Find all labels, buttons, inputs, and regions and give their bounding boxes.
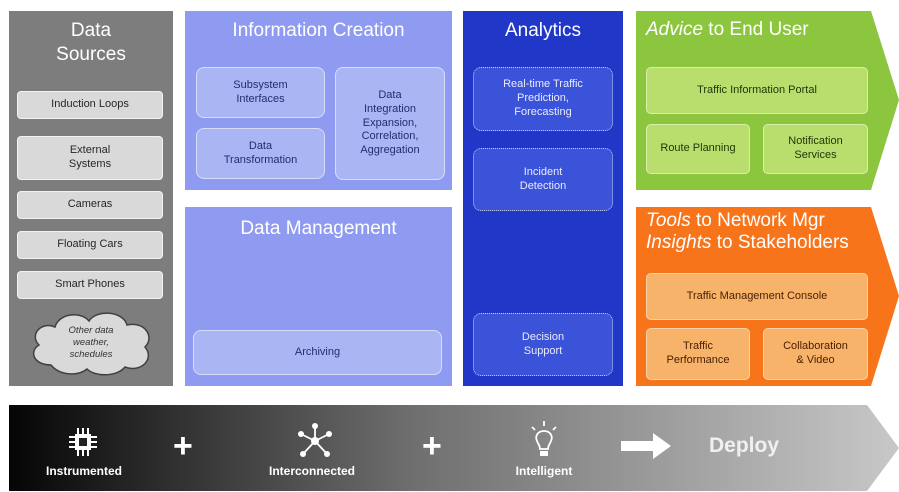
plus-sign-2: + <box>422 427 442 465</box>
analytics-title: Analytics <box>504 20 582 41</box>
tools-panel: Tools to Network Mgr Insights to Stakeho… <box>636 207 899 386</box>
deploy-label: Deploy <box>708 434 779 457</box>
cloud-shape <box>32 312 150 376</box>
data-sources-panel: Data Sources Induction Loops External Sy… <box>9 11 173 386</box>
analytics-panel: Analytics Real-time Traffic Prediction, … <box>463 11 623 386</box>
incident-detection-box: Incident Detection <box>473 148 613 211</box>
tools-title-emphasis: Tools <box>646 210 691 231</box>
arrow-right-icon <box>621 433 671 459</box>
plus-sign-1: + <box>173 427 193 465</box>
source-cameras: Cameras <box>17 191 163 219</box>
network-icon <box>298 423 332 457</box>
insights-title-emphasis: Insights <box>646 232 712 253</box>
instrumented-label: Instrumented <box>45 464 122 478</box>
advice-title-rest: to End User <box>703 19 809 40</box>
intelligent-label: Intelligent <box>515 464 573 478</box>
deployment-bar: Instrumented + Interconnected + Intellig… <box>9 405 899 491</box>
source-external-systems: External Systems <box>17 136 163 180</box>
source-induction-loops: Induction Loops <box>17 91 163 119</box>
source-smart-phones: Smart Phones <box>17 271 163 299</box>
advice-title-emphasis: Advice <box>646 19 704 40</box>
advice-panel: Advice to End User Traffic Information P… <box>636 11 899 190</box>
decision-support-box: Decision Support <box>473 313 613 376</box>
collaboration-video-box: Collaboration & Video <box>763 328 868 380</box>
source-floating-cars: Floating Cars <box>17 231 163 259</box>
data-integration-box: Data Integration Expansion, Correlation,… <box>335 67 445 180</box>
tools-title-rest: to Network Mgr <box>690 210 825 231</box>
traffic-mgmt-console-box: Traffic Management Console <box>646 273 868 320</box>
route-planning-box: Route Planning <box>646 124 750 174</box>
data-sources-title: Data Sources <box>56 20 126 65</box>
tools-title: Tools to Network Mgr Insights to Stakeho… <box>646 210 849 254</box>
insights-title-rest: to Stakeholders <box>711 232 849 253</box>
traffic-performance-box: Traffic Performance <box>646 328 750 380</box>
information-creation-panel: Information Creation Subsystem Interface… <box>185 11 452 190</box>
interconnected-label: Interconnected <box>268 464 355 478</box>
other-data-cloud: Other data weather, schedules <box>68 325 114 360</box>
archiving-box: Archiving <box>193 330 442 375</box>
data-management-panel: Data Management Archiving <box>185 207 452 386</box>
traffic-prediction-box: Real-time Traffic Prediction, Forecastin… <box>473 67 613 131</box>
deployment-bar-arrow <box>9 405 899 491</box>
lightbulb-icon <box>531 421 557 456</box>
information-creation-title: Information Creation <box>232 20 405 41</box>
traffic-info-portal-box: Traffic Information Portal <box>646 67 868 114</box>
data-management-title: Data Management <box>240 218 397 239</box>
notification-services-box: Notification Services <box>763 124 868 174</box>
subsystem-interfaces-box: Subsystem Interfaces <box>196 67 325 118</box>
data-transformation-box: Data Transformation <box>196 128 325 179</box>
chip-icon <box>69 428 97 456</box>
advice-title: Advice to End User <box>646 19 809 41</box>
